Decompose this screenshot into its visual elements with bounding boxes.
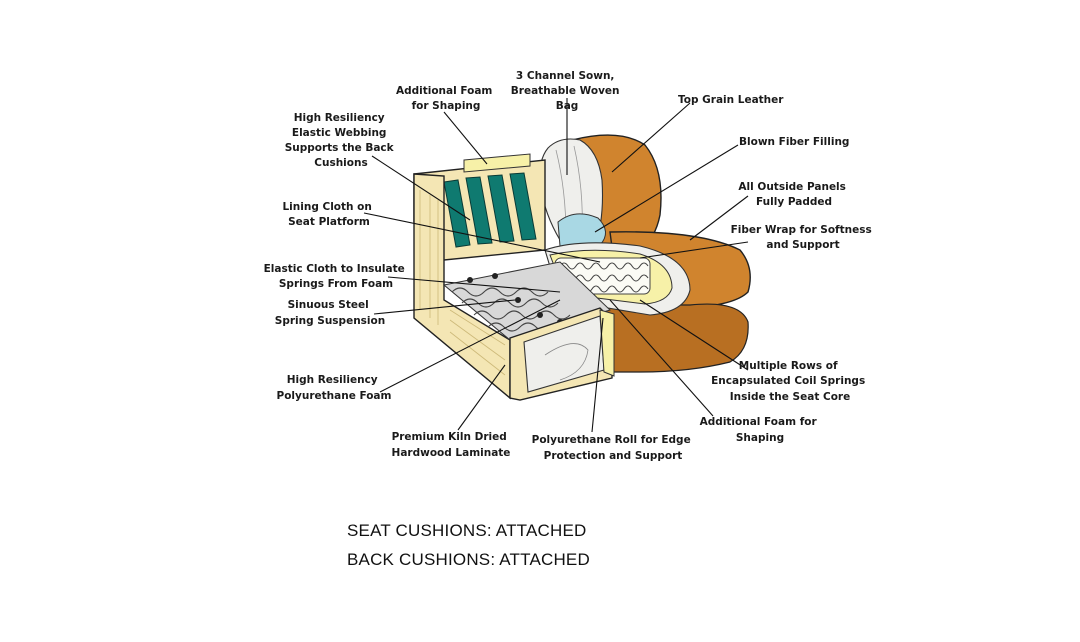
label-elastic-cloth: Elastic Cloth to Insulate Springs From F… — [264, 263, 409, 290]
label-blown-fiber: Blown Fiber Filling — [739, 136, 849, 148]
leader-lines — [363, 98, 749, 433]
sofa-illustration — [413, 134, 751, 401]
label-hr-foam: High Resiliency Polyurethane Foam — [277, 374, 392, 402]
top-foam-block — [463, 153, 531, 173]
elastic-webbing-straps — [443, 172, 537, 248]
back-cushions-note: BACK CUSHIONS: ATTACHED — [347, 550, 590, 569]
seat-cushions-note: SEAT CUSHIONS: ATTACHED — [347, 521, 587, 540]
label-outside-panels: All Outside Panels Fully Padded — [738, 181, 849, 208]
label-elastic-webbing: High Resiliency Elastic Webbing Supports… — [285, 112, 398, 169]
callout-labels: Additional Foam for Shaping 3 Channel So… — [264, 70, 876, 462]
leather-seat-base — [599, 303, 749, 373]
label-additional-foam-top: Additional Foam for Shaping — [396, 85, 496, 112]
label-coil-springs: Multiple Rows of Encapsulated Coil Sprin… — [711, 360, 869, 403]
label-top-grain-leather: Top Grain Leather — [678, 94, 784, 106]
label-fiber-wrap: Fiber Wrap for Softness and Support — [731, 224, 876, 251]
label-poly-roll: Polyurethane Roll for Edge Protection an… — [532, 434, 695, 462]
label-kiln-dried: Premium Kiln Dried Hardwood Laminate — [392, 431, 511, 459]
label-additional-foam-bottom: Additional Foam for Shaping — [700, 416, 821, 444]
label-channel-sown-bag: 3 Channel Sown, Breathable Woven Bag — [511, 70, 623, 112]
polyurethane-roll — [599, 309, 615, 377]
label-lining-cloth: Lining Cloth on Seat Platform — [282, 201, 375, 228]
label-sinuous-steel: Sinuous Steel Spring Suspension — [275, 299, 385, 327]
